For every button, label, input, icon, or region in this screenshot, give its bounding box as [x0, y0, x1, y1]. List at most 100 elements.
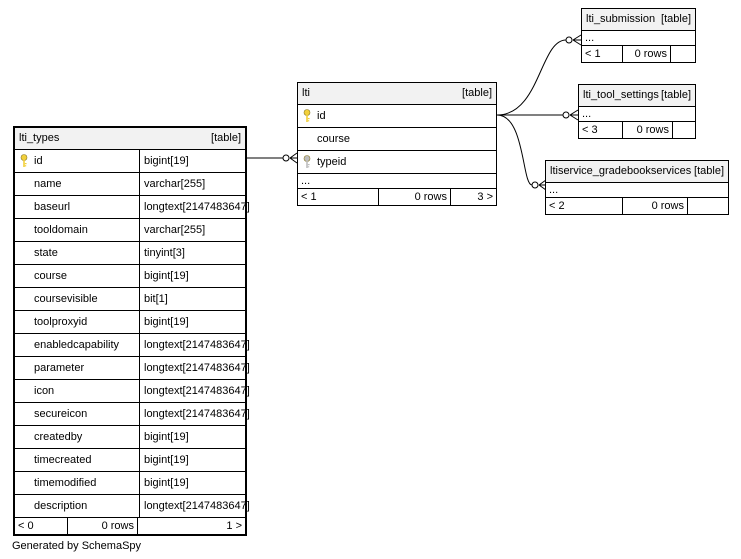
column-type: bit[1]	[139, 288, 245, 310]
column-name: course	[34, 270, 68, 282]
column-type: varchar[255]	[139, 219, 245, 241]
column-type: bigint[19]	[139, 472, 245, 494]
children-count[interactable]	[670, 46, 695, 62]
table-name: lti_types	[19, 132, 60, 144]
children-count[interactable]	[687, 198, 728, 214]
children-count[interactable]	[672, 122, 695, 138]
column-name: name	[34, 178, 62, 190]
edge-crowfoot	[538, 179, 547, 191]
parents-count[interactable]: < 1	[301, 191, 317, 203]
column-name: enabledcapability	[34, 339, 120, 351]
column-name: parameter	[34, 362, 85, 374]
column-type: bigint[19]	[139, 426, 245, 448]
column-type: bigint[19]	[139, 265, 245, 287]
parents-count[interactable]: < 2	[549, 200, 565, 212]
row-count: 0 rows	[622, 46, 670, 62]
table-header: ltiservice_gradebookservices [table]	[546, 161, 728, 183]
edge-crowfoot	[572, 34, 582, 46]
column-row[interactable]: enabledcapability longtext[2147483647]	[15, 334, 250, 357]
row-count: 0 rows	[378, 189, 450, 205]
table-name: lti_tool_settings	[583, 89, 659, 101]
column-row[interactable]: toolproxyid bigint[19]	[15, 311, 245, 334]
table-ltiservice-gradebookservices[interactable]: ltiservice_gradebookservices [table] ...…	[545, 160, 729, 215]
row-count: 0 rows	[67, 518, 137, 534]
table-kind: [table]	[661, 13, 691, 25]
parents-count[interactable]: < 0	[18, 520, 34, 532]
edge-lti-to-gradebookservices	[496, 114, 533, 186]
children-count[interactable]: 3 >	[450, 189, 496, 205]
column-name: id	[317, 110, 326, 122]
column-type: longtext[2147483647]	[139, 334, 250, 356]
column-type: tinyint[3]	[139, 242, 245, 264]
more-columns: ...	[579, 107, 695, 122]
table-lti-submission[interactable]: lti_submission [table] ... < 1 0 rows	[581, 8, 696, 63]
column-name: baseurl	[34, 201, 71, 213]
table-header: lti [table]	[298, 83, 496, 105]
primary-key-icon	[303, 109, 311, 122]
column-row[interactable]: course bigint[19]	[15, 265, 245, 288]
parents-count[interactable]: < 1	[585, 48, 601, 60]
column-type: bigint[19]	[139, 449, 245, 471]
column-name: course	[317, 133, 351, 145]
column-name: tooldomain	[34, 224, 88, 236]
column-type: longtext[2147483647]	[139, 495, 250, 517]
row-count: 0 rows	[622, 122, 672, 138]
column-row[interactable]: typeid	[298, 151, 496, 174]
foreign-key-icon	[303, 155, 311, 168]
edge-optional-marker	[562, 111, 570, 119]
column-row[interactable]: icon longtext[2147483647]	[15, 380, 250, 403]
column-row[interactable]: course	[298, 128, 496, 151]
table-footer: < 0 0 rows 1 >	[15, 518, 245, 534]
column-row[interactable]: tooldomain varchar[255]	[15, 219, 245, 242]
table-footer: < 3 0 rows	[579, 122, 695, 138]
table-header: lti_tool_settings [table]	[579, 85, 695, 107]
column-name: coursevisible	[34, 293, 98, 305]
column-row[interactable]: id	[298, 105, 496, 128]
column-type: varchar[255]	[139, 173, 245, 195]
column-type: bigint[19]	[139, 311, 245, 333]
column-row[interactable]: description longtext[2147483647]	[15, 495, 250, 518]
parents-count[interactable]: < 3	[582, 124, 598, 136]
table-kind: [table]	[694, 165, 724, 177]
column-row[interactable]: coursevisible bit[1]	[15, 288, 245, 311]
primary-key-icon	[20, 154, 28, 167]
table-kind: [table]	[661, 89, 691, 101]
more-columns: ...	[298, 174, 496, 189]
table-lti-tool-settings[interactable]: lti_tool_settings [table] ... < 3 0 rows	[578, 84, 696, 139]
edge-lti-to-submission	[496, 39, 567, 116]
column-name: toolproxyid	[34, 316, 88, 328]
column-name: state	[34, 247, 58, 259]
table-header: lti_submission [table]	[582, 9, 695, 31]
edge-crowfoot	[289, 152, 298, 164]
column-row[interactable]: state tinyint[3]	[15, 242, 245, 265]
column-type: longtext[2147483647]	[139, 196, 250, 218]
more-columns: ...	[582, 31, 695, 46]
column-row[interactable]: baseurl longtext[2147483647]	[15, 196, 250, 219]
column-name: description	[34, 500, 88, 512]
edge-crowfoot	[569, 109, 579, 121]
column-name: icon	[34, 385, 55, 397]
column-type: longtext[2147483647]	[139, 357, 250, 379]
table-name: lti	[302, 87, 310, 99]
table-footer: < 2 0 rows	[546, 198, 728, 214]
column-row[interactable]: parameter longtext[2147483647]	[15, 357, 250, 380]
column-row[interactable]: name varchar[255]	[15, 173, 245, 196]
table-footer: < 1 0 rows	[582, 46, 695, 62]
column-name: timecreated	[34, 454, 92, 466]
children-count[interactable]: 1 >	[137, 518, 245, 534]
column-type: bigint[19]	[139, 150, 245, 172]
row-count: 0 rows	[622, 198, 687, 214]
edge-optional-marker	[531, 181, 539, 189]
column-name: typeid	[317, 156, 347, 168]
table-footer: < 1 0 rows 3 >	[298, 189, 496, 205]
generated-by-note: Generated by SchemaSpy	[12, 540, 142, 552]
column-row[interactable]: timecreated bigint[19]	[15, 449, 245, 472]
column-type: longtext[2147483647]	[139, 380, 250, 402]
table-lti[interactable]: lti [table] id course typeid ... < 1 0 row…	[297, 82, 497, 206]
table-kind: [table]	[462, 87, 492, 99]
